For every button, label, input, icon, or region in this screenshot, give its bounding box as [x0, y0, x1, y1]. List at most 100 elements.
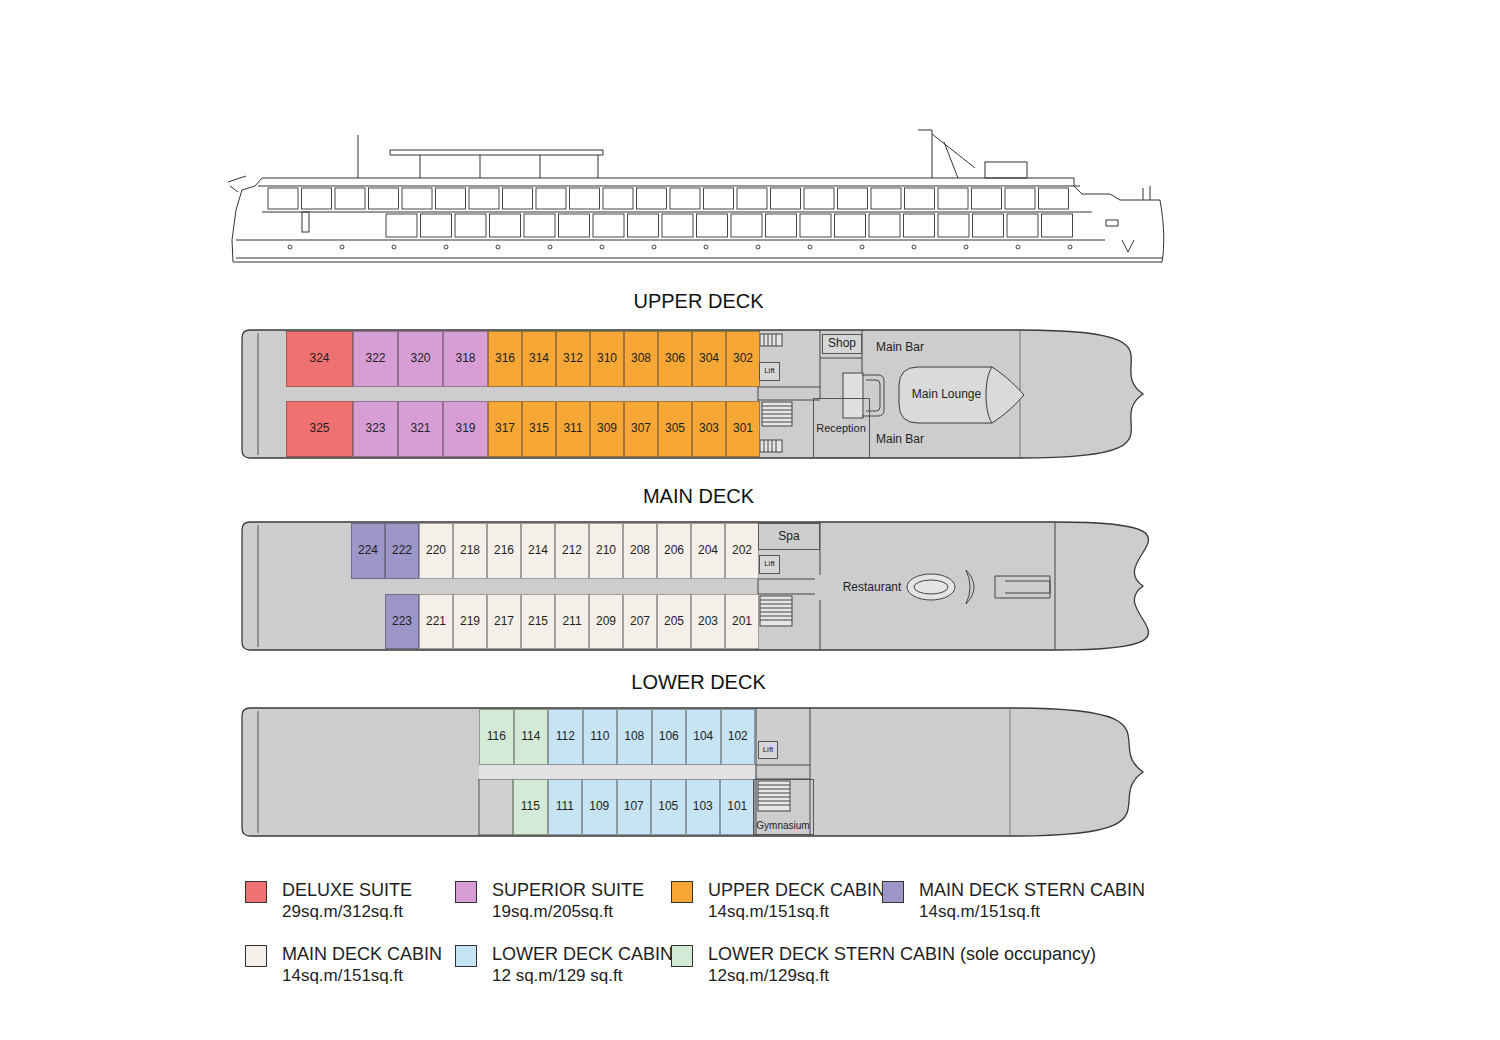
stern-line — [258, 711, 259, 833]
cabin-number: 104 — [693, 730, 713, 743]
lounge-arc — [986, 367, 992, 423]
cabin-box: 315 — [522, 401, 556, 457]
deck-fittings — [758, 330, 884, 458]
deck-lines — [236, 186, 1162, 258]
cabin-box: 104 — [686, 709, 721, 765]
cabin-size: 19sq.m/205sq.ft — [492, 903, 613, 922]
stair-step — [758, 785, 790, 786]
cabin-box: 217 — [487, 594, 521, 649]
cabin-number: 111 — [556, 800, 574, 813]
stair-step — [760, 604, 792, 605]
legend-swatch — [245, 945, 267, 967]
window — [869, 214, 900, 237]
legend-text: LOWER DECK STERN CABIN (sole occupancy) — [708, 945, 1096, 965]
cabin-number: 105 — [658, 800, 678, 813]
room-name: Gymnasium — [756, 820, 809, 831]
corridor — [479, 765, 755, 779]
stairs — [760, 334, 782, 346]
deck-hull: MAIN DECK2242222202182162142122102082062… — [242, 522, 1143, 650]
cabin-box: 305 — [658, 401, 692, 457]
cabin-number: 310 — [597, 352, 617, 365]
cabin-number: 316 — [495, 352, 515, 365]
cabin-number: 218 — [460, 544, 480, 557]
cabin-number: 106 — [659, 730, 679, 743]
porthole — [964, 245, 968, 249]
cabin-number: 114 — [521, 730, 540, 743]
window — [469, 188, 499, 209]
cabin-number: 223 — [392, 615, 412, 628]
cabin-size: 29sq.m/312sq.ft — [282, 903, 403, 922]
cabin-number: 323 — [365, 422, 385, 435]
porthole — [340, 245, 344, 249]
porthole — [496, 245, 500, 249]
stairs — [760, 440, 782, 452]
sun-canopy — [390, 150, 603, 178]
cabin-number: 312 — [563, 352, 583, 365]
label-holder: Main Bar — [876, 341, 924, 354]
cabin-number: 217 — [494, 615, 514, 628]
cabin-number: 203 — [698, 615, 718, 628]
door — [302, 212, 309, 232]
window — [704, 188, 734, 209]
cabin-box: 319 — [443, 401, 488, 457]
stair-step — [762, 414, 792, 415]
porthole — [652, 245, 656, 249]
porthole — [288, 245, 292, 249]
legend-text: LOWER DECK CABIN — [492, 945, 673, 965]
stair-step — [758, 801, 790, 802]
window — [570, 188, 600, 209]
window — [835, 214, 866, 237]
cabin-number: 204 — [698, 544, 718, 557]
cabin-box: 102 — [721, 709, 756, 765]
room-name: Main Lounge — [912, 388, 981, 401]
stern-line — [258, 333, 259, 455]
cabin-number: 319 — [455, 422, 475, 435]
cabin-box: 307 — [624, 401, 658, 457]
cabin-box: 316 — [488, 331, 522, 387]
gymnasium-box: Gymnasium — [753, 779, 814, 835]
cabin-number: 209 — [596, 615, 616, 628]
window — [1039, 188, 1069, 209]
cabin-box: 108 — [617, 709, 652, 765]
window — [593, 214, 624, 237]
legend-swatch — [245, 881, 267, 903]
cabin-box: 325 — [286, 401, 353, 457]
legend-swatch — [671, 945, 693, 967]
stairs — [762, 402, 792, 426]
cabin-size: 12 sq.m/129 sq.ft — [492, 967, 622, 986]
cabin-box: 308 — [624, 331, 658, 387]
window — [1007, 214, 1038, 237]
label-holder: 14sq.m/151sq.ft — [708, 903, 829, 922]
cabin-box: 220 — [419, 523, 453, 579]
window — [436, 188, 466, 209]
cabin-box: 106 — [652, 709, 687, 765]
legend-text: MAIN DECK CABIN — [282, 945, 442, 965]
cabin-number: 306 — [665, 352, 685, 365]
window — [662, 214, 693, 237]
cabin-box: 109 — [582, 779, 617, 835]
cabin-number: 202 — [732, 544, 752, 557]
legend-item: LOWER DECK STERN CABIN (sole occupancy) — [671, 945, 1059, 965]
window — [766, 214, 797, 237]
cabin-box: 323 — [353, 401, 398, 457]
partition-line — [862, 375, 884, 416]
cabin-size: 14sq.m/151sq.ft — [708, 903, 829, 922]
area-name: Main Bar — [876, 433, 924, 446]
window — [490, 214, 521, 237]
window — [973, 214, 1004, 237]
stair-step — [762, 418, 792, 419]
cabin-box: 223 — [385, 594, 419, 649]
lift-box: Lift — [758, 741, 778, 759]
cabin-number: 320 — [410, 352, 430, 365]
deck-heading: LOWER DECK — [248, 671, 1149, 693]
cabin-box: 216 — [487, 523, 521, 579]
window — [386, 214, 417, 237]
stair-step — [776, 334, 777, 346]
cabin-box: 107 — [617, 779, 652, 835]
cabin-box: 212 — [555, 523, 589, 579]
room-name: Lift — [764, 560, 775, 569]
window — [838, 188, 868, 209]
cabin-number: 107 — [624, 800, 644, 813]
buffet-island — [907, 574, 955, 600]
legend-swatch — [882, 881, 904, 903]
